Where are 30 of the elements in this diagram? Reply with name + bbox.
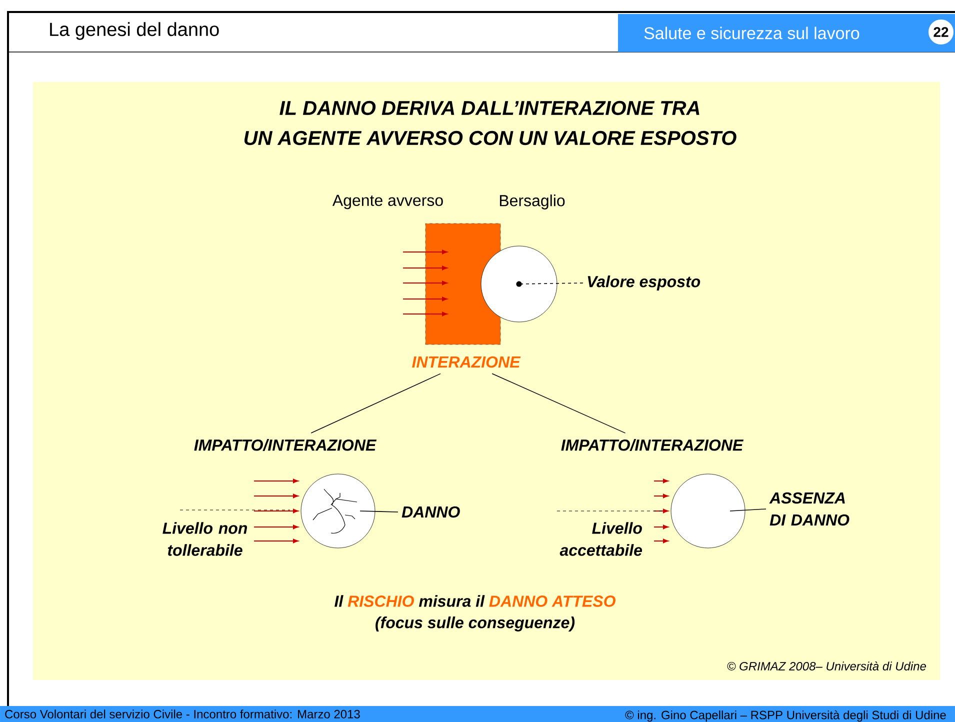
footer-text: © ing. Gino Capellari – RSPP Università degli Studi di Udine [625,710,946,722]
target-circle [670,474,746,548]
node-label: IMPATTO/INTERAZIONE [561,439,744,451]
caption-text: Il RISCHIO misura il DANNO ATTESO [334,595,616,607]
heading-text: UN AGENTE AVVERSO CON UN VALORE ESPOSTO [244,130,736,146]
level-label: Livello non tollerabile [162,522,247,556]
label: Il [334,595,344,607]
level-label: Livello accettabile [560,522,642,556]
leader-line [360,510,398,512]
caption-text: (focus sulle conseguenze) [376,616,575,632]
damaged-circle [300,474,376,548]
leader-line [518,282,584,284]
footer-text: Corso Volontari del servizio Civile - Incontro formativo: Marzo 2013 [5,710,360,718]
page-number: 22 [928,18,954,46]
leader-line [730,508,766,512]
node-label: INTERAZIONE [412,356,521,368]
node-label: IMPATTO/INTERAZIONE [194,439,377,451]
callout-text: Valore esposto [588,276,700,290]
copyright-note: © GRIMAZ 2008– Università di Udine [727,662,926,670]
callout-text: DANNO [402,506,460,518]
callout-text: ASSENZA DI DANNO [769,492,850,526]
label: DANNO ATTESO [489,596,616,607]
header-title: La genesi del danno [50,22,219,40]
connector-line [310,373,441,434]
label: misura il [418,595,485,607]
label: RISCHIO [348,596,414,607]
connector-line [492,373,626,434]
node-label: Agente avverso [332,194,443,210]
heading-text: IL DANNO DERIVA DALL’INTERAZIONE TRA [280,100,700,116]
node-label: Bersaglio [500,194,565,210]
